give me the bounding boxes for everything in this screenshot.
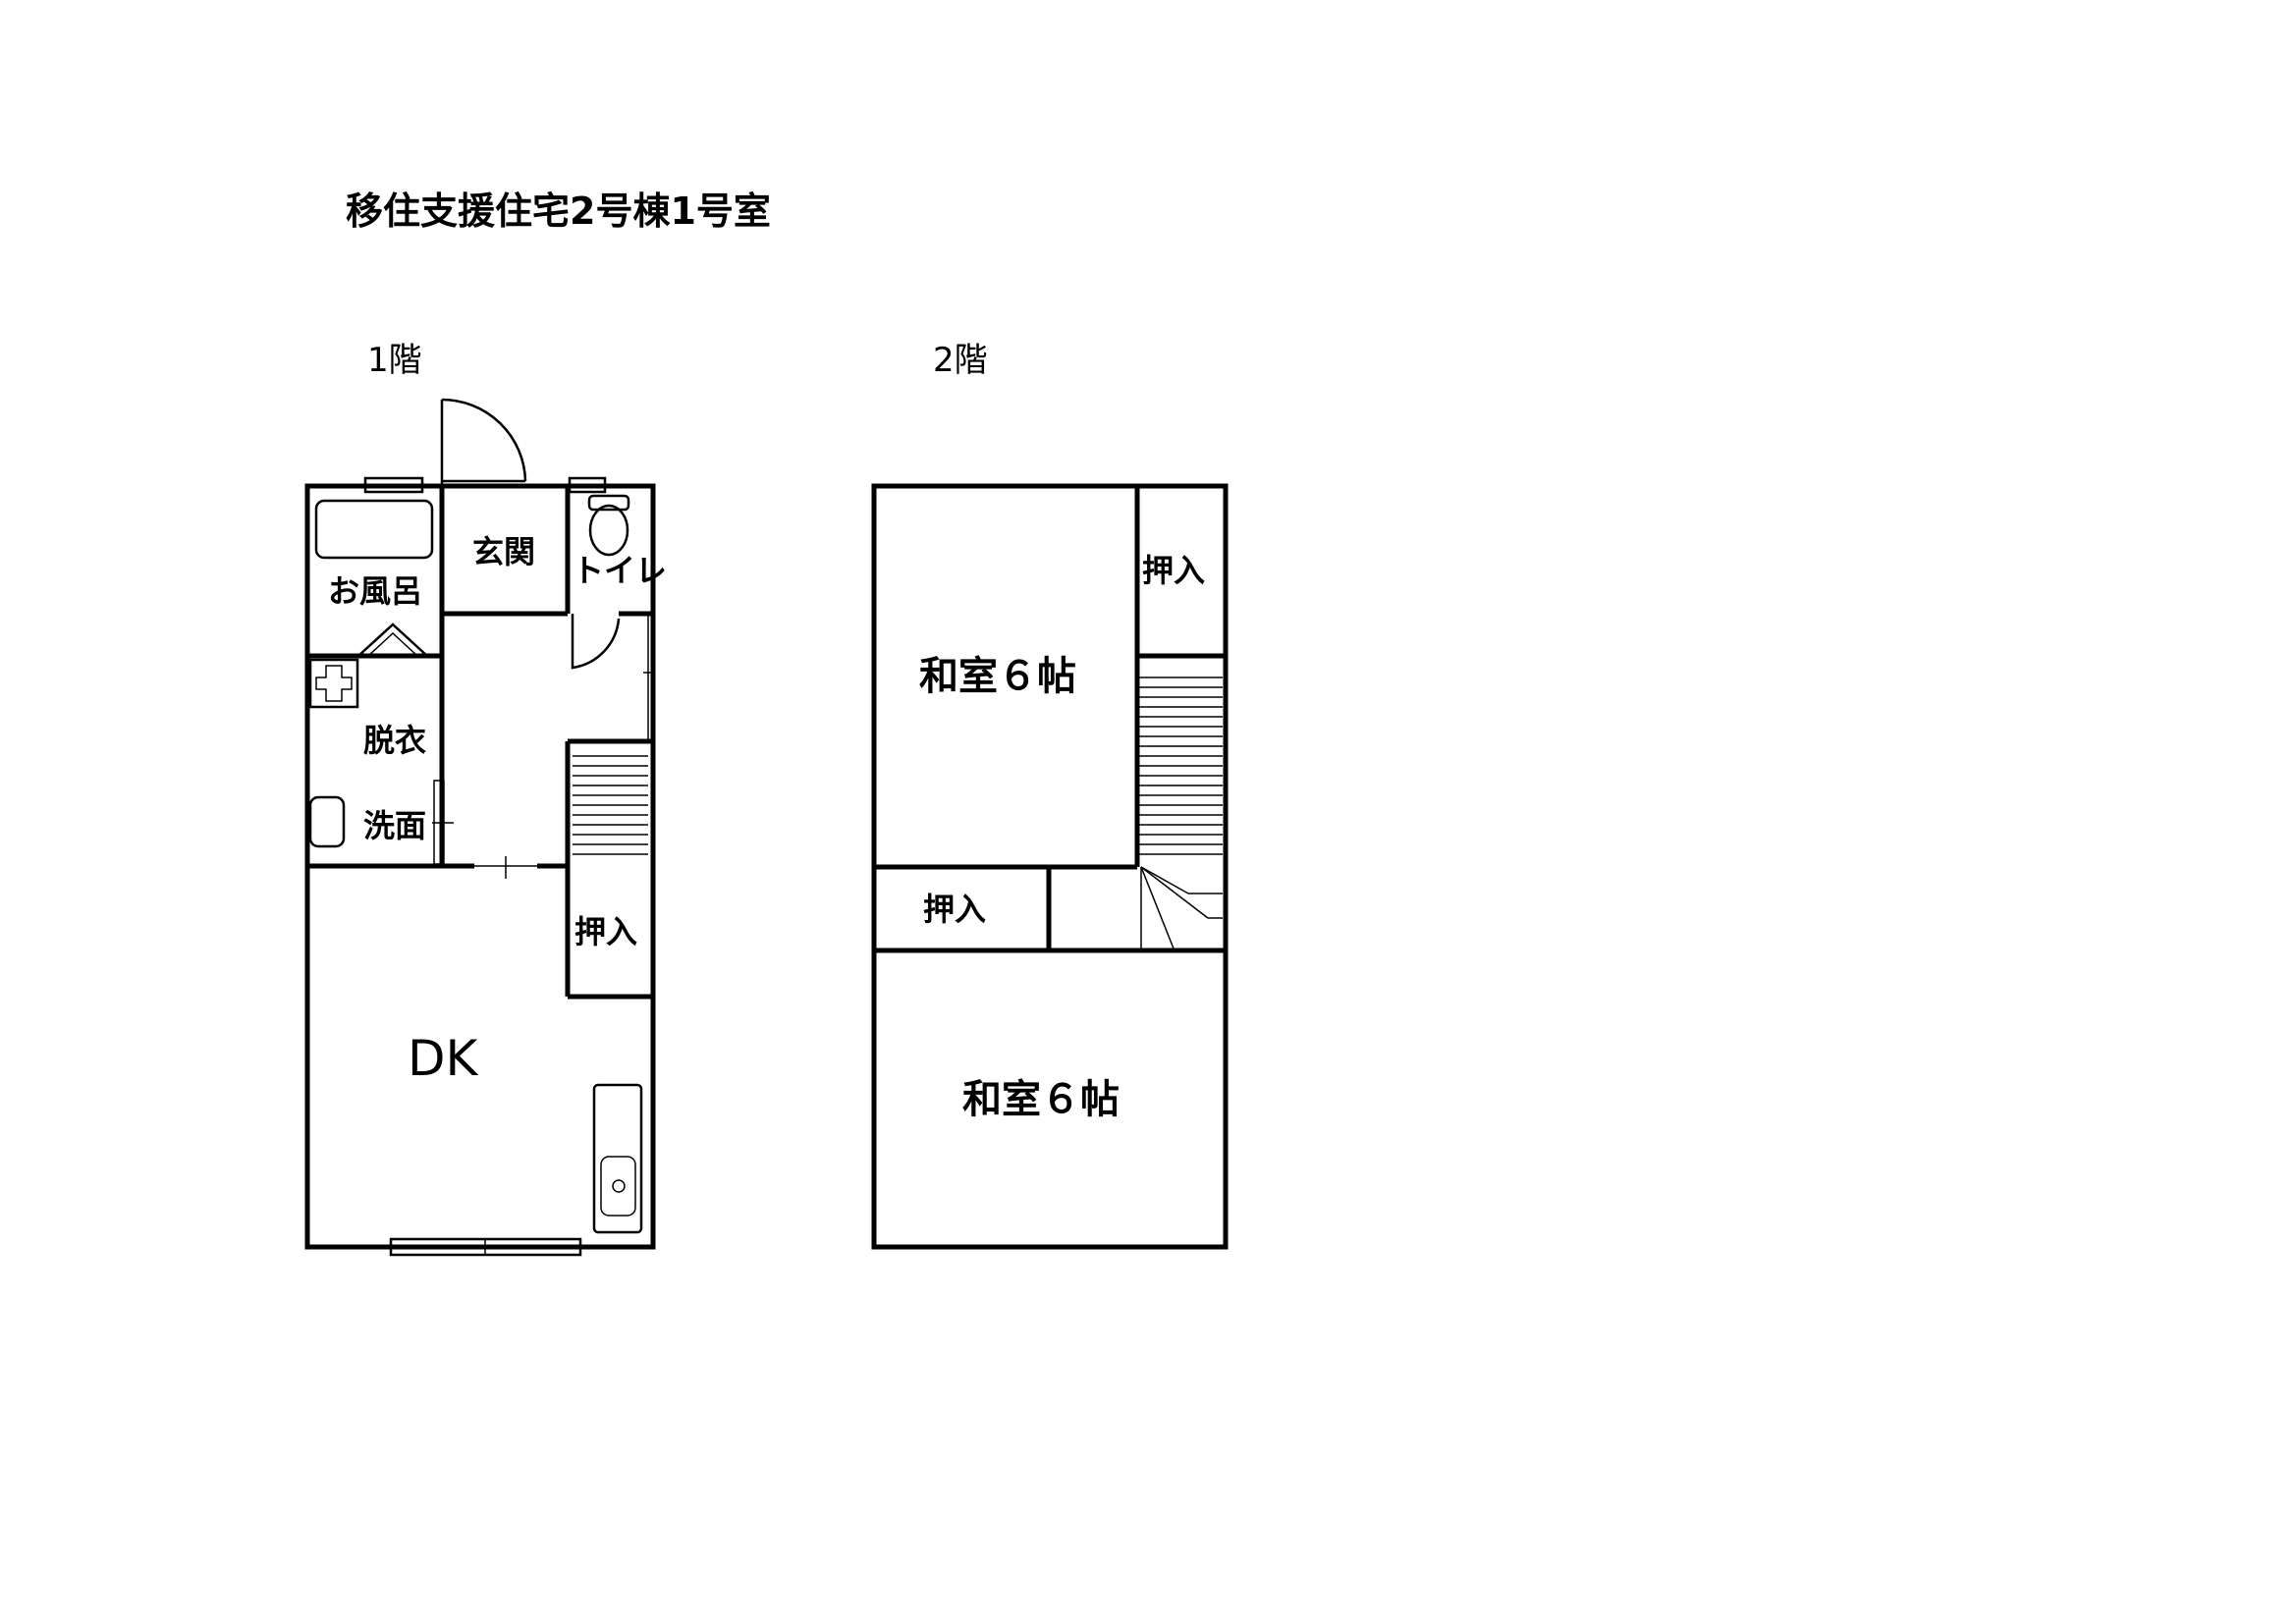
floor2-label: 2階 [933,341,988,380]
floor1-label: 1階 [367,341,422,380]
room-closet-label: 押入 [574,913,637,950]
room-washitsu-upper-label: 和室６帖 [919,654,1076,699]
room-bath-label: お風呂 [328,572,422,610]
floor2-plan: 和室６帖 押入 押入 和室６帖 [871,483,1229,1250]
room-closet-right-label: 押入 [1142,552,1205,589]
room-closet-mid-label: 押入 [923,891,986,928]
room-dressing-label: 脱衣 [363,722,426,759]
floor1-stairs [573,755,648,855]
room-toilet-label: トイレ [573,552,667,589]
room-washitsu-lower-label: 和室６帖 [962,1077,1120,1122]
floor2-stairs [1139,677,1223,949]
floor1-plan: お風呂 玄関 トイレ 脱衣 洗面 押入 DK [304,398,667,1257]
room-dk-label: DK [408,1030,479,1087]
room-washroom-label: 洗面 [363,807,426,844]
page-title: 移住支援住宅2号棟1号室 [346,189,771,233]
room-entrance-label: 玄関 [472,533,535,570]
